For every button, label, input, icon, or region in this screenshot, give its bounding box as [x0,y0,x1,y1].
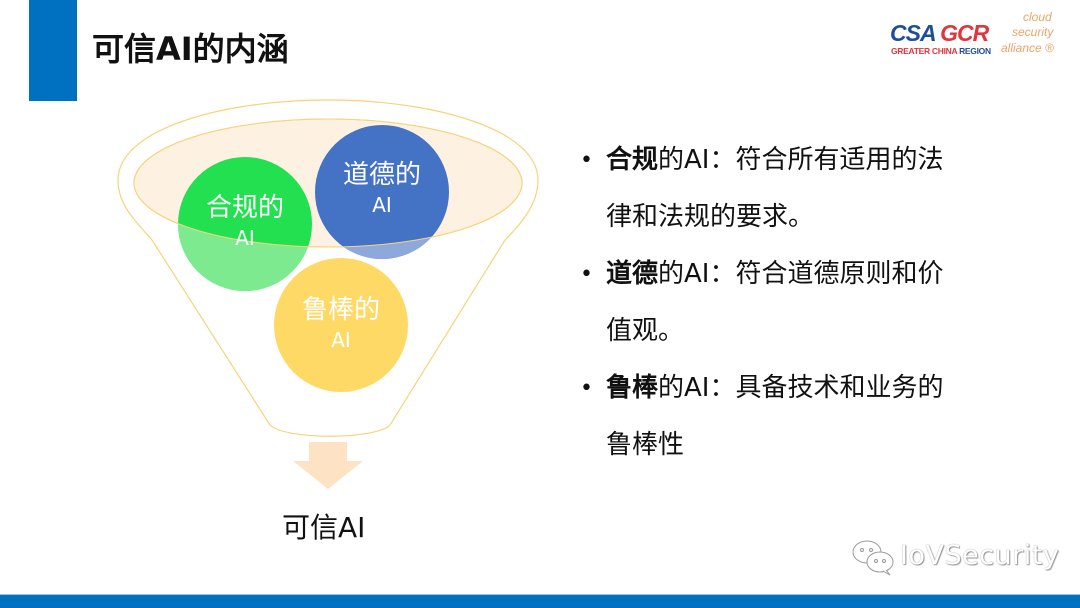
logo-alliance-text: alliance ® [1001,41,1054,55]
bullet-text: 的AI：符合所有适用的法 [658,145,944,175]
bullet-item-ethical: • 道德的AI：符合道德原则和价 值观。 [580,246,1040,360]
bullet-dot-icon: • [580,376,593,401]
circle-label-line2: AI [235,226,255,250]
circle-label-line1: 道德的 [342,160,421,190]
logo-security-text: security [1012,25,1054,39]
bullet-dot-icon: • [580,148,593,173]
bullet-item-compliant: • 合规的AI：符合所有适用的法 律和法规的要求。 [580,132,1040,246]
bullet-text: 的AI：具备技术和业务的 [658,373,944,403]
bullet-term: 鲁棒 [606,373,659,403]
watermark-text: IoVSecurity [900,540,1060,571]
logo-wordmark: CSA GCR [890,20,989,47]
logo-region-right: REGION [959,46,991,56]
bullet-term: 道德 [606,259,659,289]
logo-cloud-text: cloud [1023,10,1052,24]
circle-label-line2: AI [372,193,392,217]
logo-region-left: GREATER CHINA [891,46,960,56]
circle-label-line1: 合规的 [205,193,284,223]
bullet-list: • 合规的AI：符合所有适用的法 律和法规的要求。 • 道德的AI：符合道德原则… [580,132,1040,474]
logo-csa-text: CSA [890,20,936,46]
down-arrow-icon [293,442,363,489]
circle-label-line2: AI [331,328,351,352]
slide-title: 可信AI的内涵 [92,30,289,68]
bullet-term: 合规 [606,145,659,175]
bullet-dot-icon: • [580,262,593,287]
bullet-text-continued: 律和法规的要求。 [606,202,815,232]
bullet-text-continued: 鲁棒性 [606,430,685,460]
circle-robust [274,258,408,392]
circle-label-ethical: 道德的 AI [315,159,449,219]
bullet-item-robust: • 鲁棒的AI：具备技术和业务的 鲁棒性 [580,360,1040,474]
footer-bar [0,595,1080,608]
circle-label-compliant: 合规的 AI [178,192,312,252]
logo-region-text: GREATER CHINA REGION [891,46,991,56]
circle-ethical [315,125,449,259]
title-accent-bar [29,0,77,101]
bullet-text: 的AI：符合道德原则和价 [658,259,944,289]
wechat-icon [852,540,894,576]
circle-label-robust: 鲁棒的 AI [274,294,408,354]
trustworthy-ai-label: 可信AI [282,511,366,544]
logo-gcr-text: GCR [940,20,989,46]
circle-label-line1: 鲁棒的 [301,295,380,325]
csa-gcr-logo: CSA GCR GREATER CHINA REGION cloud secur… [888,10,1073,62]
footer-divider [0,594,1080,595]
bullet-text-continued: 值观。 [606,316,685,346]
